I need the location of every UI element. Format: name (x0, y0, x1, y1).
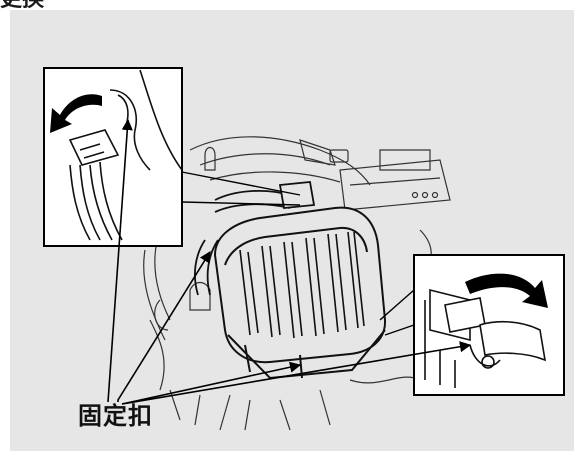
right-clip-detail (413, 254, 565, 396)
inset-callout-lines (181, 171, 415, 336)
air-cleaner-ribs (239, 231, 365, 339)
fastener-clip-label: 固定扣 (78, 402, 153, 430)
curved-arrow-left-icon (50, 94, 102, 133)
air-cleaner-housing (213, 206, 387, 380)
left-clip-detail (43, 67, 183, 247)
section-heading: 更换 (0, 0, 44, 12)
curved-arrow-right-icon (465, 273, 548, 308)
pointer-arrow-icon (107, 118, 472, 405)
